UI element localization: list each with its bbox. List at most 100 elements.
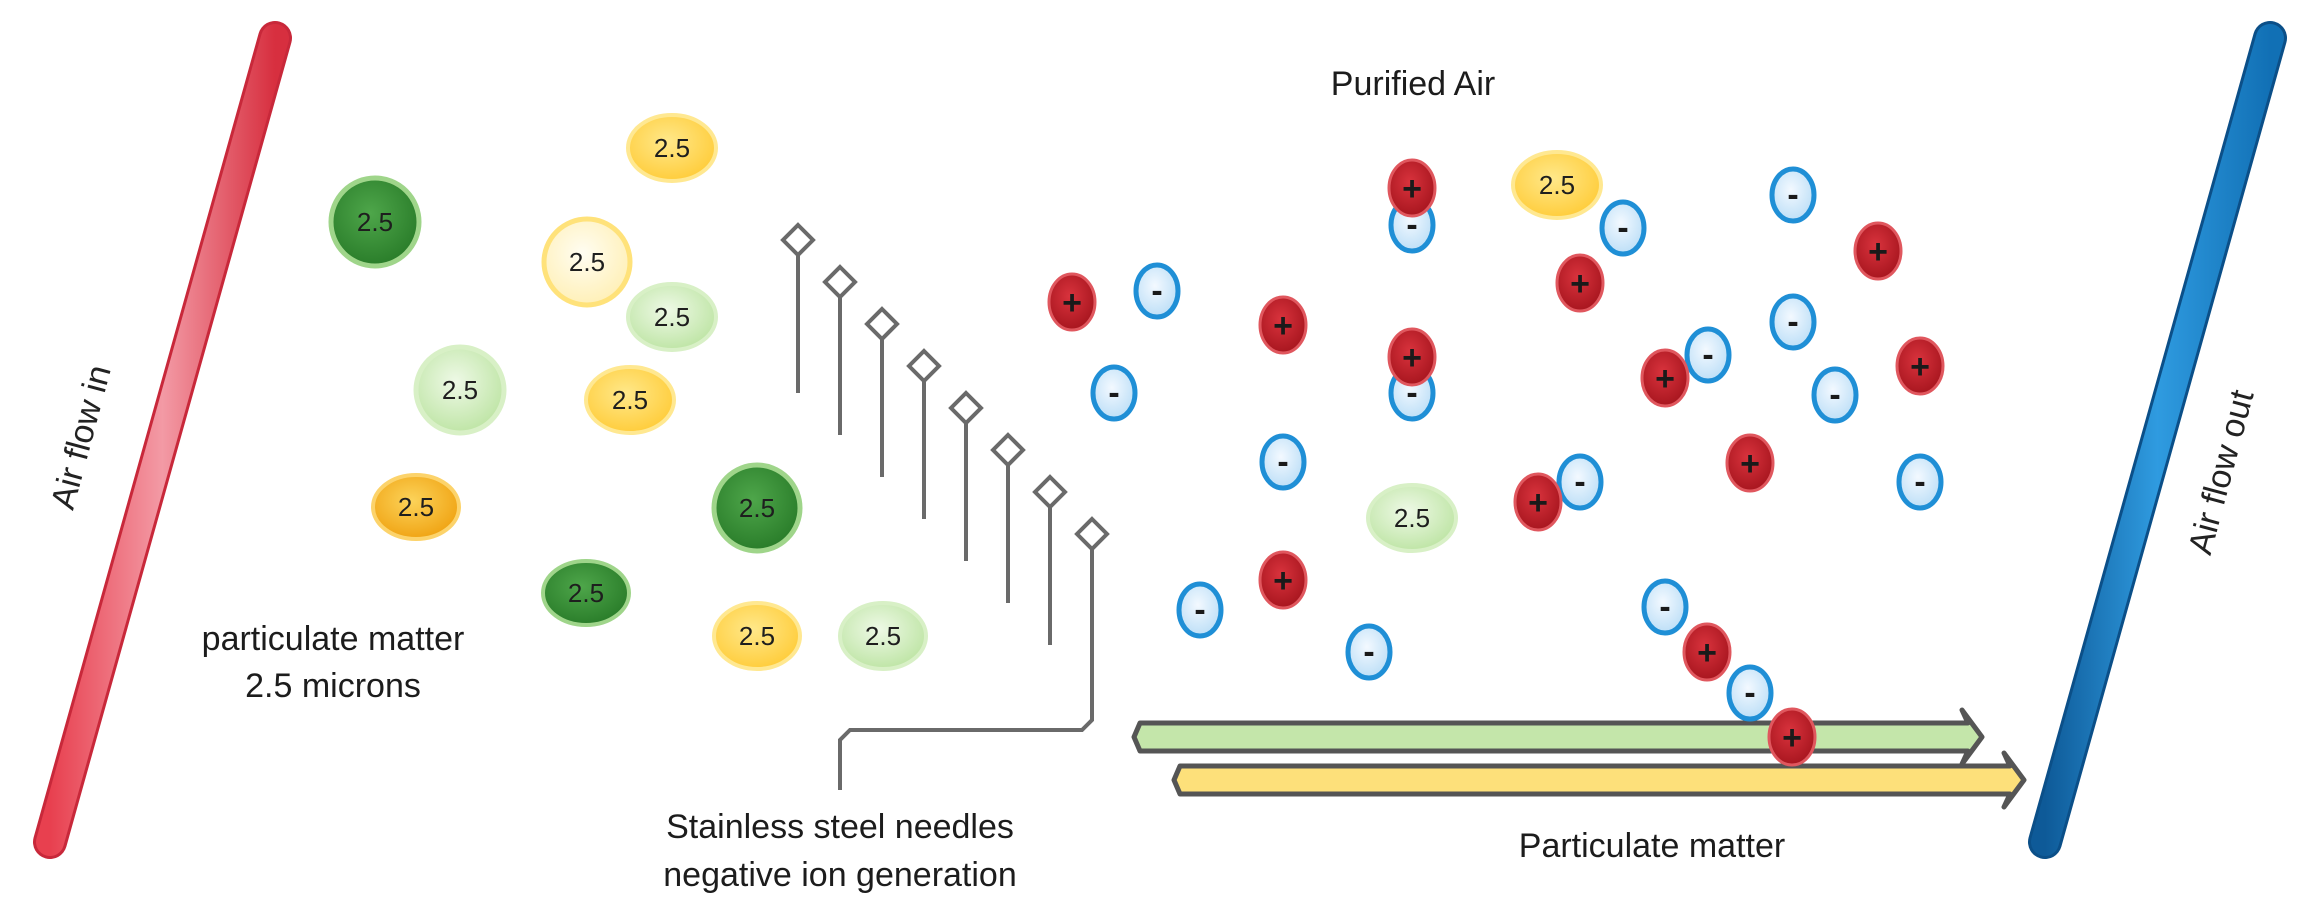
svg-text:2.5: 2.5	[1539, 170, 1575, 200]
positive-ion: +	[1640, 348, 1690, 408]
negative-ion: -	[1641, 578, 1689, 636]
svg-text:-: -	[1363, 633, 1374, 671]
negative-ion: -	[1133, 262, 1181, 320]
svg-text:2.5: 2.5	[398, 492, 434, 522]
svg-text:+: +	[1273, 307, 1293, 345]
svg-text:-: -	[1277, 443, 1288, 481]
negative-ion: -	[1726, 664, 1774, 722]
svg-text:2.5: 2.5	[569, 247, 605, 277]
negative-ion: -	[1345, 623, 1393, 681]
needle	[1032, 474, 1068, 645]
positive-ions: + + + + + + + + + + + + +	[1047, 158, 1945, 767]
needle	[906, 348, 942, 519]
positive-ion: +	[1853, 221, 1903, 281]
pm25-particle: 2.5	[1366, 483, 1458, 553]
svg-text:+: +	[1273, 562, 1293, 600]
pm-label-line2: 2.5 microns	[245, 667, 421, 705]
svg-text:+: +	[1062, 284, 1082, 322]
incoming-particles: 2.5 2.5 2.5 2.5 2.5 2.5 2.5 2.5	[328, 113, 928, 671]
pm25-particle: 2.5	[711, 462, 803, 554]
svg-text:-: -	[1829, 376, 1840, 414]
negative-ion: -	[1090, 364, 1138, 422]
needle	[838, 516, 1110, 790]
svg-text:-: -	[1617, 209, 1628, 247]
svg-text:2.5: 2.5	[865, 621, 901, 651]
yellow-flow-arrow	[1171, 750, 2027, 810]
svg-text:2.5: 2.5	[739, 493, 775, 523]
pm25-particle: 2.5	[413, 344, 507, 436]
pm25-particle: 2.5	[541, 559, 631, 627]
pm25-particle: 2.5	[838, 601, 928, 671]
positive-ion: +	[1387, 158, 1437, 218]
negative-ion: -	[1811, 366, 1859, 424]
pm25-particle: 2.5	[328, 175, 422, 269]
pm25-particle: 2.5	[371, 473, 461, 541]
svg-text:+: +	[1697, 634, 1717, 672]
svg-text:+: +	[1655, 360, 1675, 398]
svg-text:2.5: 2.5	[654, 302, 690, 332]
needle	[990, 432, 1026, 603]
purified-air-label: Purified Air	[1331, 65, 1495, 103]
air-inlet-bar	[33, 21, 292, 859]
pm25-particle: 2.5	[626, 113, 718, 183]
svg-text:-: -	[1744, 674, 1755, 712]
positive-ion: +	[1725, 433, 1775, 493]
pm25-particle: 2.5	[541, 216, 633, 308]
svg-text:-: -	[1151, 272, 1162, 310]
negative-ion: -	[1684, 326, 1732, 384]
green-flow-arrow	[1131, 707, 1985, 767]
needle	[822, 264, 858, 435]
negative-ion: -	[1769, 166, 1817, 224]
needles-label-line2: negative ion generation	[663, 856, 1017, 894]
svg-text:-: -	[1702, 336, 1713, 374]
svg-text:+: +	[1868, 233, 1888, 271]
svg-text:+: +	[1402, 339, 1422, 377]
svg-text:2.5: 2.5	[442, 375, 478, 405]
positive-ion: +	[1513, 472, 1563, 532]
negative-ion: -	[1769, 293, 1817, 351]
svg-text:+: +	[1528, 484, 1548, 522]
svg-text:-: -	[1914, 463, 1925, 501]
svg-text:-: -	[1787, 176, 1798, 214]
negative-ion: -	[1556, 453, 1604, 511]
negative-ion: -	[1599, 199, 1647, 257]
air-flow-in-label: Air flow in	[44, 361, 119, 513]
needle	[780, 222, 816, 393]
needle	[864, 306, 900, 477]
pm25-particle: 2.5	[626, 282, 718, 352]
svg-text:2.5: 2.5	[654, 133, 690, 163]
svg-text:-: -	[1659, 588, 1670, 626]
positive-ion: +	[1387, 327, 1437, 387]
pm25-particle: 2.5	[584, 365, 676, 435]
pm25-particle: 2.5	[712, 601, 802, 671]
negative-ions: - - - - - - - - - - - - - - - -	[1090, 166, 1944, 722]
svg-text:-: -	[1406, 374, 1417, 412]
positive-ion: +	[1895, 336, 1945, 396]
svg-text:+: +	[1402, 170, 1422, 208]
svg-text:2.5: 2.5	[739, 621, 775, 651]
stainless-steel-needles	[780, 222, 1110, 790]
pm-label-line1: particulate matter	[202, 620, 465, 658]
needle	[948, 390, 984, 561]
positive-ion: +	[1258, 550, 1308, 610]
positive-ion: +	[1047, 272, 1097, 332]
positive-ion: +	[1555, 253, 1605, 313]
svg-text:-: -	[1574, 463, 1585, 501]
svg-text:-: -	[1194, 591, 1205, 629]
svg-text:-: -	[1108, 374, 1119, 412]
svg-text:+: +	[1782, 719, 1802, 757]
svg-text:+: +	[1570, 265, 1590, 303]
svg-text:+: +	[1910, 348, 1930, 386]
negative-ion: -	[1176, 581, 1224, 639]
svg-text:2.5: 2.5	[1394, 503, 1430, 533]
air-outlet-bar	[2028, 21, 2287, 859]
positive-ion: +	[1767, 707, 1817, 767]
svg-text:2.5: 2.5	[612, 385, 648, 415]
needles-label-line1: Stainless steel needles	[666, 808, 1014, 846]
svg-text:2.5: 2.5	[568, 578, 604, 608]
positive-ion: +	[1258, 295, 1308, 355]
pm25-particle: 2.5	[1511, 150, 1603, 220]
negative-ion: -	[1259, 433, 1307, 491]
svg-text:-: -	[1406, 206, 1417, 244]
